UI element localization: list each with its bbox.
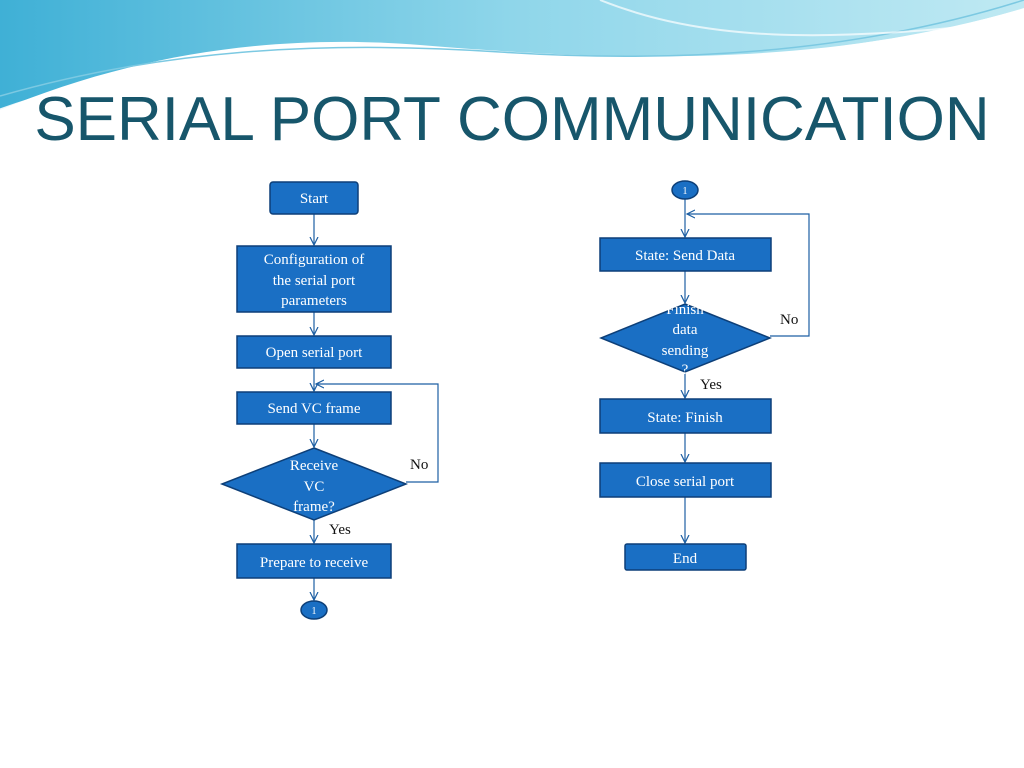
end-node [624, 543, 747, 571]
receive-vc-decision-label-1: Receive [290, 458, 339, 474]
start-node-label: Start [300, 191, 329, 207]
finish-sending-decision [599, 303, 773, 373]
receive-vc-decision [219, 447, 409, 521]
receive-vc-decision-label-2: VC [304, 479, 325, 495]
right-connector-label: 1 [683, 186, 688, 197]
receive-vc-yes-label: Yes [329, 522, 351, 538]
header-wave-decoration [0, 0, 1024, 112]
left-connector-node [300, 600, 328, 620]
config-node-label-2: the serial port [273, 273, 356, 289]
close-port-node-label: Close serial port [636, 474, 735, 490]
start-node [269, 181, 359, 215]
close-port-node [599, 462, 772, 498]
end-node-label: End [673, 551, 698, 567]
config-node-label-3: parameters [281, 293, 347, 309]
edge-decision-no-loop [316, 384, 439, 483]
finish-sending-decision-label-4: ? [682, 362, 689, 378]
receive-vc-no-label: No [410, 457, 428, 473]
prepare-receive-node-label: Prepare to receive [260, 555, 369, 571]
finish-sending-no-label: No [780, 312, 798, 328]
prepare-receive-node [236, 543, 392, 579]
send-vc-node-label: Send VC frame [267, 401, 360, 417]
open-port-node [236, 335, 392, 369]
left-connector-label: 1 [312, 606, 317, 617]
receive-vc-decision-label-3: frame? [293, 499, 335, 515]
send-data-node [599, 237, 772, 272]
finish-sending-decision-label-1: Finish [666, 302, 704, 318]
state-finish-node-label: State: Finish [647, 410, 723, 426]
config-node [236, 245, 392, 313]
config-node-label-1: Configuration of [264, 252, 364, 268]
state-finish-node [599, 398, 772, 434]
edge-finish-decision-no-loop [687, 214, 810, 337]
open-port-node-label: Open serial port [266, 345, 363, 361]
finish-sending-decision-label-3: sending [662, 343, 709, 359]
right-connector-node [671, 180, 699, 200]
send-data-node-label: State: Send Data [635, 248, 735, 264]
finish-sending-yes-label: Yes [700, 377, 722, 393]
finish-sending-decision-label-2: data [673, 322, 698, 338]
slide-title: SERIAL PORT COMMUNICATION [34, 85, 990, 154]
send-vc-node [236, 391, 392, 425]
